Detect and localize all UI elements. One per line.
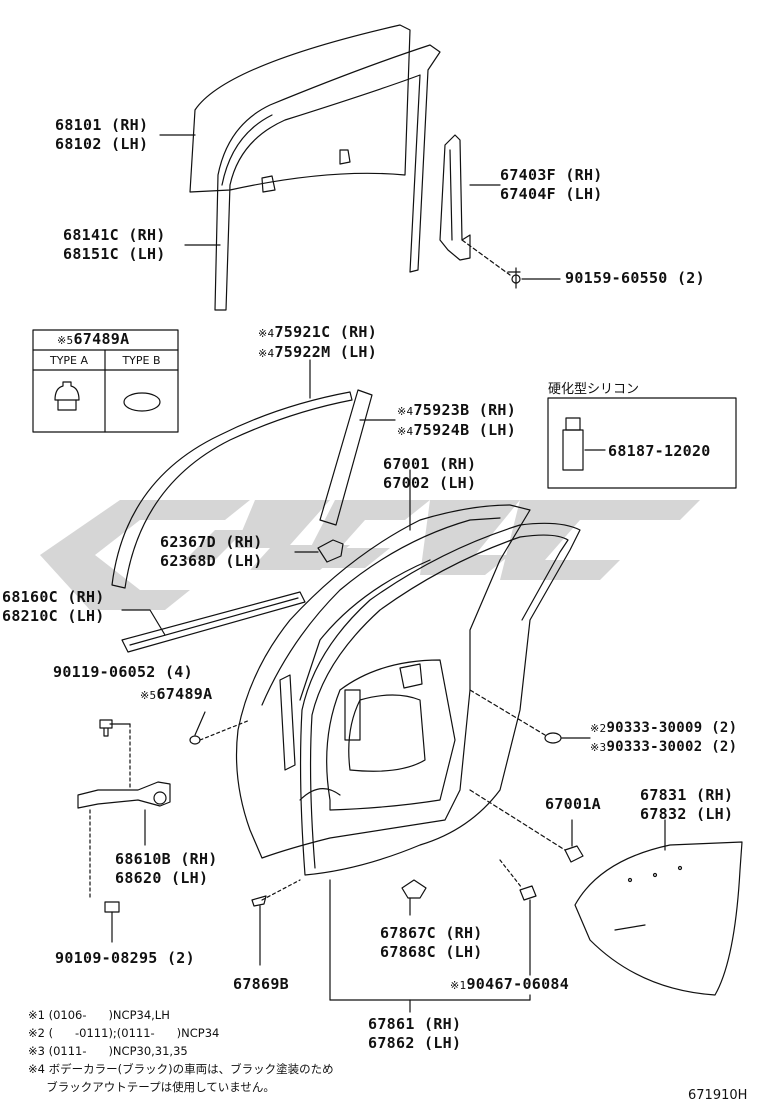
label-type-b: TYPE B [122,354,161,367]
label-door-panel: 67001 (RH) 67002 (LH) [383,455,476,493]
label-silicone-part: 68187-12020 [608,442,711,460]
rear-lower-channel [439,134,471,261]
mark-5-b: ※5 [140,689,157,702]
diagram-code: 671910H [688,1088,748,1103]
label-run-channel-lh: 68151C (LH) [63,245,166,263]
label-run-channel: 68141C (RH) 68151C (LH) [63,226,166,264]
label-pillar-tape: ※475923B (RH) ※475924B (LH) [397,401,516,441]
label-bolt-90119: 90119-06052 (4) [53,663,193,681]
service-hole-cover [574,841,743,996]
belt-moulding [111,391,353,589]
door-weatherstrip [299,522,581,876]
footnote-4-cont: ブラックアウトテープは使用していません。 [28,1080,275,1094]
label-clip-67489a-text: 67489A [156,685,213,703]
label-door-panel-lh: 67002 (LH) [383,474,477,492]
label-rear-channel: 67403F (RH) 67404F (LH) [500,166,603,204]
silicone-box [547,397,737,489]
mark-4-a: ※4 [258,327,275,340]
label-check-assy-rh: 68610B (RH) [115,850,218,868]
mark-3: ※3 [590,741,607,754]
label-check-assy-lh: 68620 (LH) [115,869,209,887]
label-clip-67867: 67867C (RH) 67868C (LH) [380,924,483,962]
label-glass-lh: 68102 (LH) [55,135,149,153]
label-clip-67867-rh: 67867C (RH) [380,924,483,942]
door-glass [189,24,411,193]
mark-4-d: ※4 [397,425,414,438]
label-clip-67489a: ※567489A [140,685,212,705]
label-belt-weatherstrip-rh: 68160C (RH) [2,588,105,606]
label-plug-90333-a: 90333-30009 (2) [606,720,738,736]
mark-4-c: ※4 [397,405,414,418]
label-clip-90467-text: 90467-06084 [466,975,570,993]
label-pillar-tape-rh: 75923B (RH) [413,401,517,419]
label-service-hole-cover-rh: 67831 (RH) [640,786,734,804]
label-clip-90467: ※190467-06084 [450,975,569,995]
label-belt-moulding-rh: 75921C (RH) [274,323,378,341]
label-clip-67867-lh: 67868C (LH) [380,943,483,961]
label-glass: 68101 (RH) 68102 (LH) [55,116,148,154]
label-belt-moulding-lh: 75922M (LH) [274,343,378,361]
label-glass-rh: 68101 (RH) [55,116,149,134]
label-rear-channel-rh: 67403F (RH) [500,166,603,184]
label-door-weatherstrip-lh: 67862 (LH) [368,1034,462,1052]
label-clip-table: ※567489A [57,330,129,350]
label-door-weatherstrip-rh: 67861 (RH) [368,1015,462,1033]
label-clip-67001a: 67001A [545,795,601,813]
label-bolt-90109: 90109-08295 (2) [55,949,195,967]
footnotes: ※1 (0106- )NCP34,LH ※2 ( -0111);(0111- )… [28,1006,334,1096]
footnote-4: ※4 ボデーカラー(ブラック)の車両は、ブラック塗装のため [28,1062,334,1076]
label-silicone-title: 硬化型シリコン [548,382,640,397]
label-door-panel-rh: 67001 (RH) [383,455,477,473]
mark-1: ※1 [450,979,467,992]
mark-2: ※2 [590,722,607,735]
label-rear-channel-lh: 67404F (LH) [500,185,603,203]
mark-5: ※5 [57,334,74,347]
pillar-tape [319,389,373,526]
footnote-1: ※1 (0106- )NCP34,LH [28,1008,170,1022]
label-clip-67869b: 67869B [233,975,289,993]
label-clip-67489a-box: 67489A [73,330,130,348]
glass-run-channel [214,44,441,311]
mark-4-b: ※4 [258,347,275,360]
label-type-a: TYPE A [49,354,89,367]
label-plug-lh: 62368D (LH) [160,552,263,570]
label-check-assy: 68610B (RH) 68620 (LH) [115,850,218,888]
footnote-3: ※3 (0111- )NCP30,31,35 [28,1044,188,1058]
label-run-channel-rh: 68141C (RH) [63,226,166,244]
label-service-hole-cover: 67831 (RH) 67832 (LH) [640,786,733,824]
label-plug-90333-b: 90333-30002 (2) [606,739,738,755]
label-plug: 62367D (RH) 62368D (LH) [160,533,263,571]
label-plug-90333: ※290333-30009 (2) ※390333-30002 (2) [590,719,737,757]
label-service-hole-cover-lh: 67832 (LH) [640,805,734,823]
label-belt-weatherstrip-lh: 68210C (LH) [2,607,105,625]
door-check [77,781,171,809]
label-pillar-tape-lh: 75924B (LH) [413,421,517,439]
door-shell [235,504,531,859]
label-belt-weatherstrip: 68160C (RH) 68210C (LH) [2,588,105,626]
belt-weatherstrip [121,591,306,653]
footnote-2: ※2 ( -0111);(0111- )NCP34 [28,1026,220,1040]
label-door-weatherstrip: 67861 (RH) 67862 (LH) [368,1015,461,1053]
label-bolt-90159: 90159-60550 (2) [565,269,705,287]
label-plug-rh: 62367D (RH) [160,533,263,551]
label-belt-moulding: ※475921C (RH) ※475922M (LH) [258,323,377,363]
